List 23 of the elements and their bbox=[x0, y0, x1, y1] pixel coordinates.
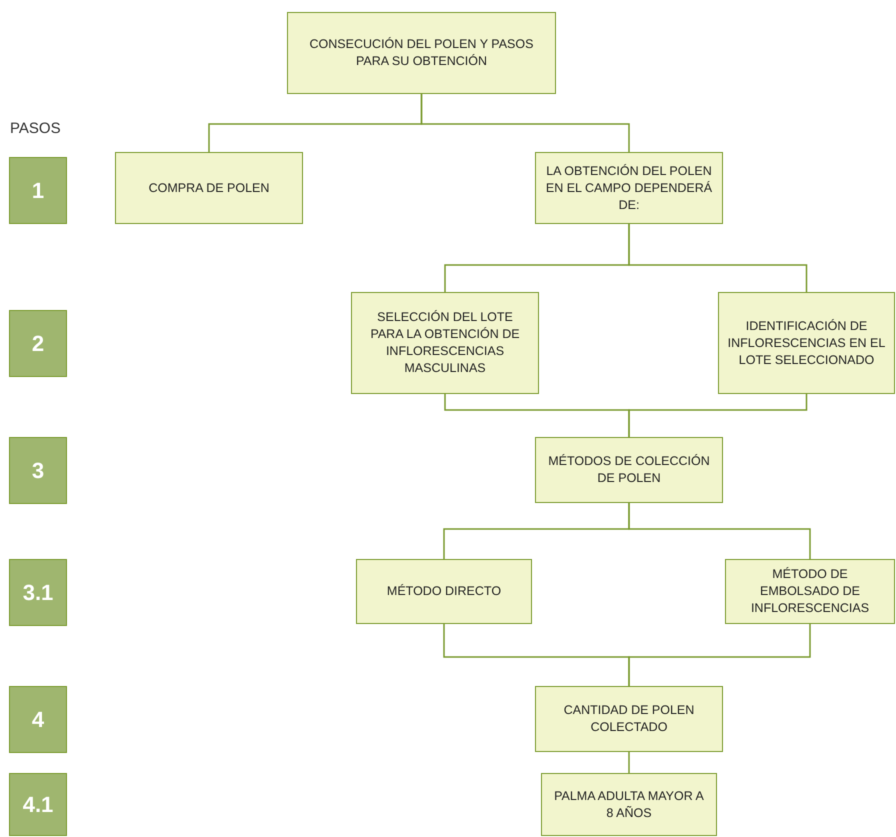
process-box: LA OBTENCIÓN DEL POLEN EN EL CAMPO DEPENDERÁ DE: bbox=[535, 152, 723, 224]
connector-line bbox=[628, 394, 808, 437]
connector-line bbox=[628, 503, 811, 559]
step-number-box: 3 bbox=[9, 437, 67, 504]
step-number-box: 4 bbox=[9, 686, 67, 753]
process-box: PALMA ADULTA MAYOR A 8 AÑOS bbox=[541, 773, 717, 836]
process-box: SELECCIÓN DEL LOTE PARA LA OBTENCIÓN DE INFLORESCENCIAS MASCULINAS bbox=[351, 292, 539, 394]
process-box: MÉTODOS DE COLECCIÓN DE POLEN bbox=[535, 437, 723, 503]
connector-line bbox=[628, 624, 811, 686]
step-number-box: 4.1 bbox=[9, 773, 67, 836]
process-box: IDENTIFICACIÓN DE INFLORESCENCIAS EN EL LOTE SELECCIONADO bbox=[718, 292, 895, 394]
step-number-box: 2 bbox=[9, 310, 67, 377]
step-number-box: 1 bbox=[9, 157, 67, 224]
process-box: COMPRA DE POLEN bbox=[115, 152, 303, 224]
step-number-box: 3.1 bbox=[9, 559, 67, 626]
process-box: CANTIDAD DE POLEN COLECTADO bbox=[535, 686, 723, 752]
connector-line bbox=[420, 94, 630, 152]
connector-line bbox=[628, 224, 808, 292]
process-box: CONSECUCIÓN DEL POLEN Y PASOS PARA SU OBTENCIÓN bbox=[287, 12, 556, 94]
process-box: MÉTODO DE EMBOLSADO DE INFLORESCENCIAS bbox=[725, 559, 895, 624]
process-box: MÉTODO DIRECTO bbox=[356, 559, 532, 624]
column-heading: PASOS bbox=[10, 119, 61, 139]
connector-line bbox=[628, 752, 630, 773]
